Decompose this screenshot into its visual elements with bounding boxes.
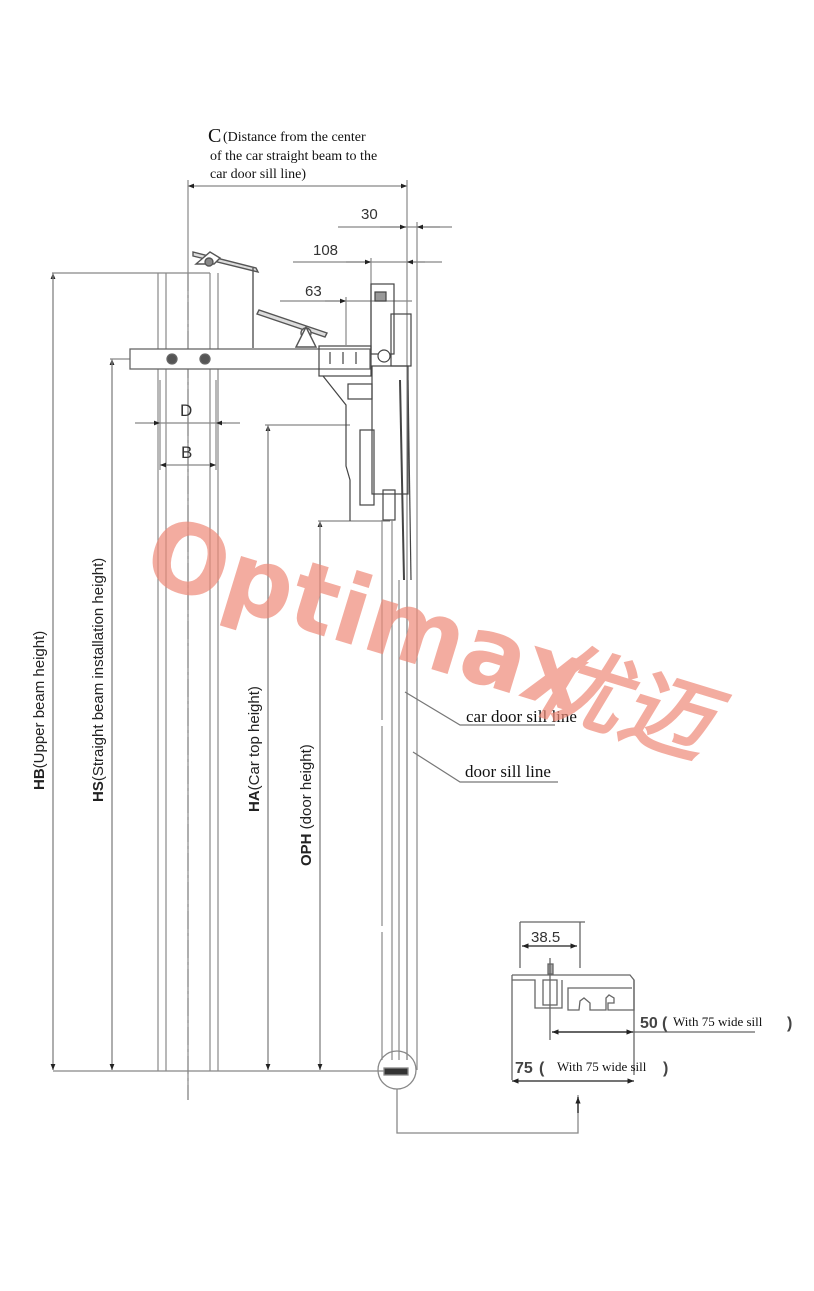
hb-label: HB(Upper beam height) <box>31 631 48 790</box>
sill-detail-callout <box>377 1050 581 1134</box>
svg-text:优迈: 优迈 <box>524 627 737 781</box>
dimension-75-note-open: ( <box>539 1060 545 1077</box>
dimension-75-value: 75 <box>515 1060 533 1077</box>
sill-profile <box>511 921 755 1084</box>
sill-leader-lines <box>404 691 558 783</box>
dimension-50-note-open: ( <box>662 1015 668 1032</box>
height-dimension-lines <box>50 272 390 1072</box>
door-hanger-assembly <box>318 283 412 581</box>
dimension-63 <box>280 297 412 345</box>
beam-columns <box>157 273 219 1100</box>
watermark: Optimax 优迈 <box>133 495 737 782</box>
dimension-50-note: With 75 wide sill <box>673 1014 763 1029</box>
dimension-30 <box>338 222 452 1070</box>
dimension-50-value: 50 <box>640 1015 658 1032</box>
dimension-c-label-line3: car door sill line) <box>210 167 306 182</box>
dimension-c-label-line1: (Distance from the center <box>223 130 366 145</box>
dimension-b-label: B <box>181 443 192 462</box>
dimension-30-value: 30 <box>361 206 378 223</box>
door-operator-linkage <box>192 251 328 348</box>
dimension-75-note: With 75 wide sill <box>557 1059 647 1074</box>
svg-text:HB(Upper beam height): HB(Upper beam height) <box>31 631 48 790</box>
dimension-50-note-close: ) <box>787 1015 792 1032</box>
dimension-38-5-value: 38.5 <box>531 929 560 946</box>
dimension-c-label-line2: of the car straight beam to the <box>210 149 377 164</box>
sill-lines <box>381 520 408 1060</box>
dimension-d-b <box>135 380 240 470</box>
svg-text:HS(Straight beam installation: HS(Straight beam installation height) <box>90 558 107 802</box>
svg-text:HA(Car top height): HA(Car top height) <box>246 686 263 812</box>
dimension-108 <box>293 258 442 350</box>
svg-text:OPH (door height): OPH (door height) <box>298 744 315 866</box>
car-door-sill-line-label: car door sill line <box>466 707 577 726</box>
dimension-63-value: 63 <box>305 283 322 300</box>
ha-label: HA(Car top height) <box>246 686 263 812</box>
door-sill-line-label: door sill line <box>465 762 551 781</box>
dimension-c-prefix: C <box>208 125 221 147</box>
dimension-75-note-close: ) <box>663 1060 668 1077</box>
straight-beam <box>129 348 371 370</box>
hs-label: HS(Straight beam installation height) <box>90 558 107 802</box>
oph-label: OPH (door height) <box>298 744 315 866</box>
dimension-d-label: D <box>180 401 192 420</box>
dimension-108-value: 108 <box>313 242 338 259</box>
